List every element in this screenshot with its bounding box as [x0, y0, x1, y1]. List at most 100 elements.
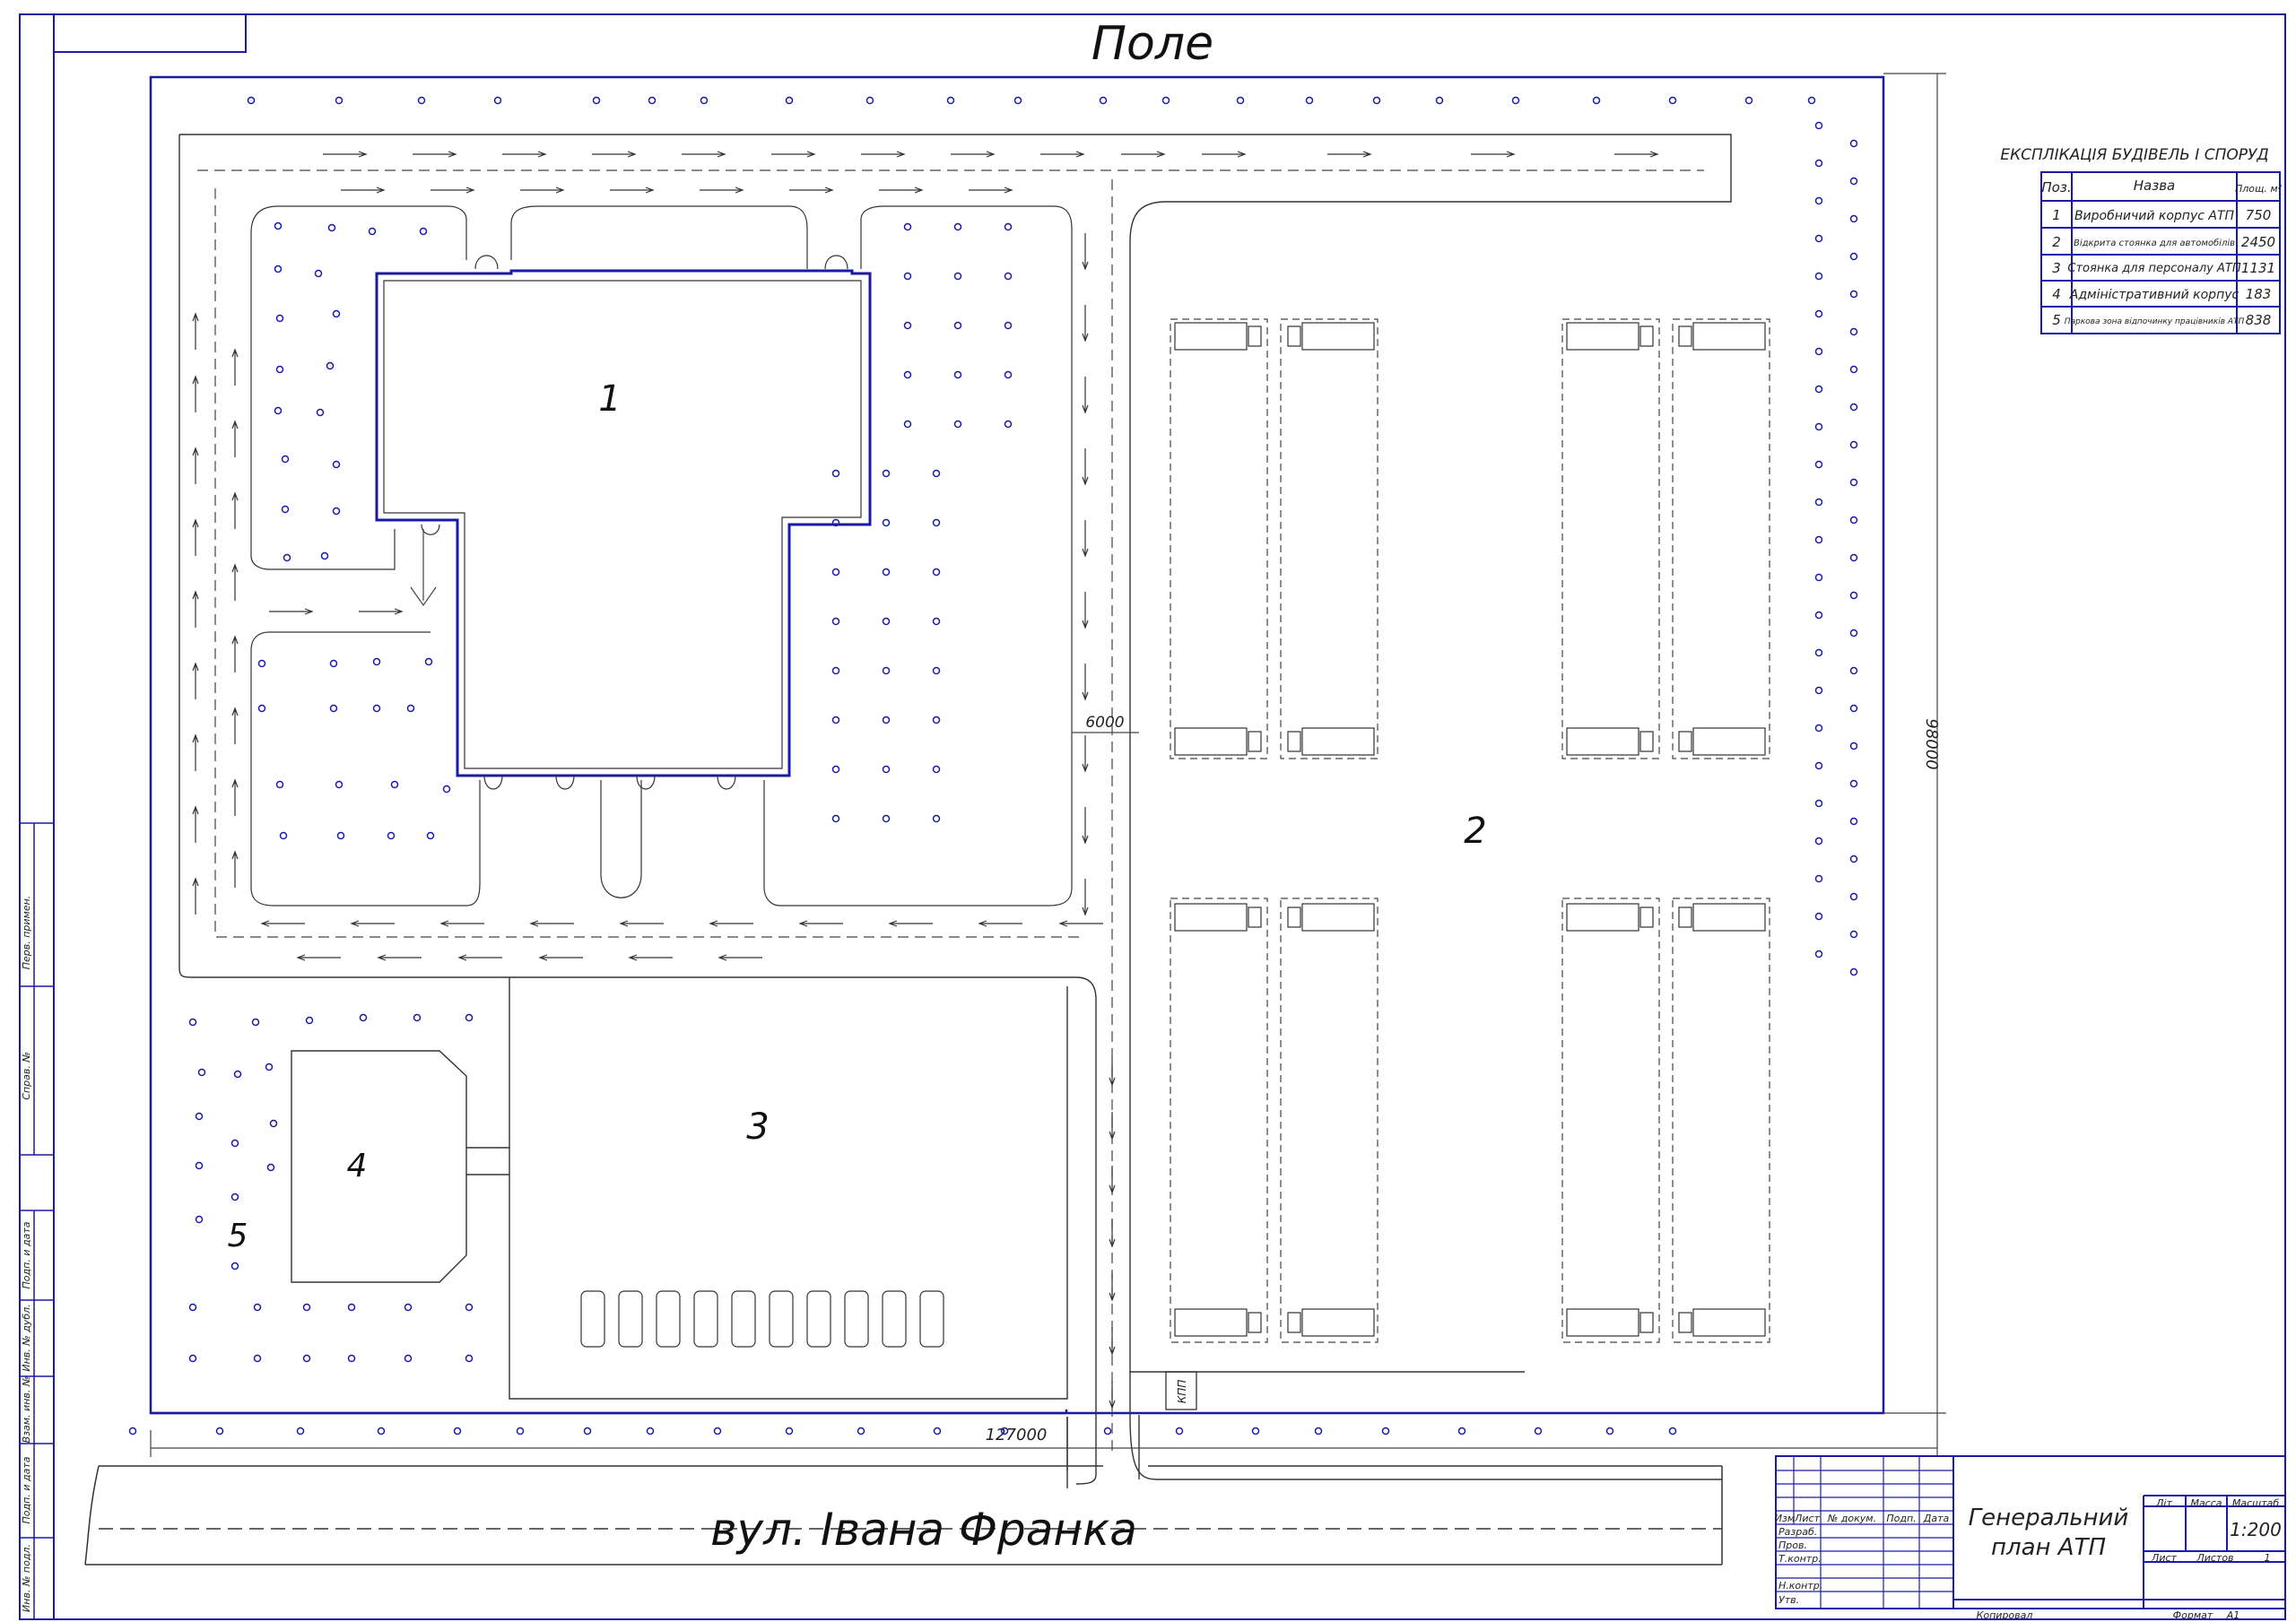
- tree-dot: [1103, 1427, 1112, 1436]
- tree-dot: [1314, 1427, 1323, 1436]
- tree-dot: [648, 96, 657, 105]
- side-strip: [19, 822, 55, 1620]
- tree-dot: [1849, 629, 1858, 638]
- tree-dot: [424, 657, 433, 666]
- tree-dot: [247, 96, 256, 105]
- tree-dot: [932, 716, 941, 724]
- tree-dot: [932, 814, 941, 823]
- tree-dot: [1849, 139, 1858, 148]
- tree-dot: [332, 460, 341, 469]
- tree-dot: [413, 1013, 422, 1022]
- explication-row-name: Виробничий корпус АТП: [2074, 209, 2235, 223]
- traffic-arrows: [192, 151, 1659, 1409]
- explication-row-area: 838: [2246, 312, 2272, 328]
- tree-dot: [302, 1354, 311, 1363]
- tree-dot: [1004, 321, 1013, 330]
- stamp-format-label: Формат: [2173, 1609, 2213, 1621]
- tree-dot: [327, 223, 336, 232]
- tree-dot: [1372, 96, 1381, 105]
- tree-dot: [1807, 96, 1816, 105]
- tree-dot: [1592, 96, 1601, 105]
- tree-dot: [1814, 874, 1823, 883]
- stamp-role: Н.контр.: [1779, 1580, 1822, 1592]
- tree-dot: [903, 222, 912, 231]
- explication-row-area: 1131: [2241, 260, 2275, 276]
- tree-dot: [275, 365, 284, 374]
- tree-dot: [188, 1303, 197, 1312]
- tree-dot: [1849, 704, 1858, 713]
- tree-dot: [1814, 159, 1823, 168]
- explication-row-area: 750: [2246, 207, 2272, 223]
- tree-dot: [1849, 252, 1858, 261]
- tree-dot: [932, 469, 941, 478]
- zone-label-2: 2: [1464, 811, 1486, 852]
- tree-dot: [932, 666, 941, 675]
- tree-dot: [882, 518, 891, 527]
- tree-dot: [329, 704, 338, 713]
- tree-dot: [465, 1013, 474, 1022]
- tree-dot: [281, 455, 290, 464]
- tree-dot: [274, 406, 283, 415]
- tree-dot: [1004, 272, 1013, 281]
- tree-dot: [882, 666, 891, 675]
- tree-dot: [275, 314, 284, 323]
- tree-dot: [903, 370, 912, 379]
- tree-dot: [882, 716, 891, 724]
- tree-dot: [932, 568, 941, 577]
- tree-dot: [1814, 498, 1823, 507]
- tree-dot: [1251, 1427, 1260, 1436]
- tree-dot: [1004, 420, 1013, 429]
- stamp-lit: Літ: [2155, 1497, 2172, 1509]
- tree-dot: [314, 269, 323, 278]
- tree-dot: [1849, 892, 1858, 901]
- tree-dot: [1814, 799, 1823, 808]
- tree-dot: [831, 568, 840, 577]
- tree-dot: [1814, 385, 1823, 394]
- tree-dot: [188, 1354, 197, 1363]
- tree-dot: [831, 666, 840, 675]
- tree-dot: [302, 1303, 311, 1312]
- tree-dot: [195, 1161, 204, 1170]
- tree-dot: [953, 321, 962, 330]
- tree-dot: [932, 518, 941, 527]
- tree-dot: [377, 1427, 386, 1436]
- tree-dot: [831, 814, 840, 823]
- tree-dot: [1849, 817, 1858, 826]
- tree-dot: [1814, 196, 1823, 205]
- tree-dot: [1849, 516, 1858, 525]
- title-block: Изм Лист № докум. Подп. Дата Разраб. Про…: [1775, 1455, 2286, 1621]
- zone-label-3: 3: [746, 1106, 769, 1148]
- tree-dot: [713, 1427, 722, 1436]
- explication-row-pos: 5: [2052, 312, 2061, 328]
- tree-dot: [1814, 460, 1823, 469]
- tree-dot: [1849, 290, 1858, 299]
- tree-dot: [1814, 309, 1823, 318]
- tree-dot: [336, 831, 345, 840]
- tree-dot: [257, 704, 266, 713]
- explication-row-area: 183: [2246, 286, 2272, 302]
- tree-dot: [281, 505, 290, 514]
- tree-dot: [831, 469, 840, 478]
- internal-roads: [178, 134, 1732, 1488]
- tree-dot: [1099, 96, 1108, 105]
- tree-dot: [903, 272, 912, 281]
- tree-dot: [335, 780, 344, 789]
- stamp-col-date: Дата: [1923, 1513, 1950, 1524]
- tree-dot: [316, 408, 325, 417]
- tree-dot: [269, 1119, 278, 1128]
- tree-dot: [646, 1427, 655, 1436]
- tree-dot: [195, 1215, 204, 1224]
- stamp-role: Разраб.: [1779, 1526, 1817, 1538]
- stamp-copied: Копировал: [1977, 1609, 2033, 1621]
- tree-dot: [188, 1018, 197, 1027]
- tree-dot: [1814, 686, 1823, 695]
- tree-dot: [320, 551, 329, 560]
- tree-dot: [785, 96, 794, 105]
- street: [84, 1465, 1723, 1566]
- tree-dot: [865, 96, 874, 105]
- side-label-5: Взам. инв. №: [21, 1376, 32, 1444]
- tree-dot: [1849, 553, 1858, 562]
- explication-row-pos: 2: [2052, 234, 2061, 250]
- parking-bays: [1170, 318, 1770, 1343]
- tree-dot: [1013, 96, 1022, 105]
